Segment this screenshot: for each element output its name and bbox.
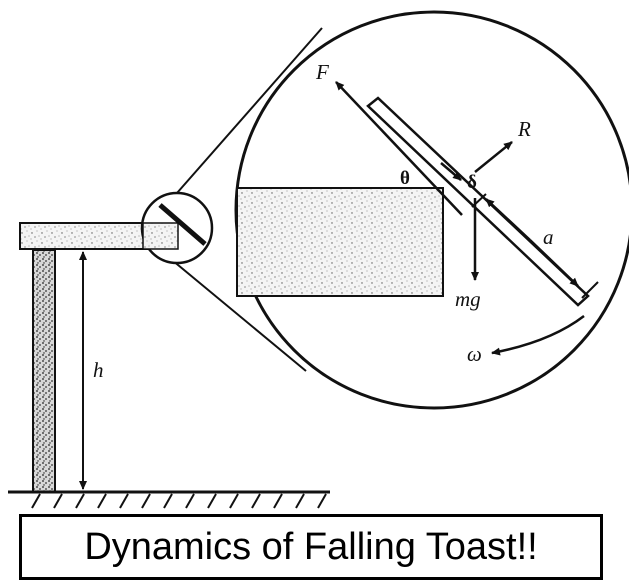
zoom-tangent-bottom: [171, 259, 307, 372]
angular-velocity-arrow: [491, 315, 585, 356]
force-label: F: [315, 60, 329, 84]
table-leg: [32, 249, 56, 493]
height-label: h: [93, 358, 104, 382]
delta-arrow-upper: [440, 162, 462, 181]
floor: [8, 490, 330, 509]
force-arrow: [335, 81, 463, 216]
table-edge-magnified: [236, 187, 444, 297]
zoom-tangent-top: [176, 27, 323, 194]
half-length-arrow-up: [485, 198, 531, 241]
caption-box: Dynamics of Falling Toast!!: [19, 514, 603, 580]
reaction-label: R: [517, 117, 531, 141]
half-length-label: a: [543, 225, 554, 249]
reaction-arrow: [474, 141, 513, 173]
delta-label: δ: [467, 172, 477, 193]
falling-toast-diagram: h F R δ a θ mg ω: [8, 10, 629, 509]
half-length-end-tick: [581, 281, 599, 299]
angle-label: θ: [400, 168, 410, 189]
half-length-arrow-down: [529, 239, 579, 287]
toast-small: [158, 203, 207, 246]
angular-velocity-label: ω: [467, 342, 482, 366]
caption-text: Dynamics of Falling Toast!!: [84, 525, 538, 568]
weight-label: mg: [455, 287, 481, 311]
